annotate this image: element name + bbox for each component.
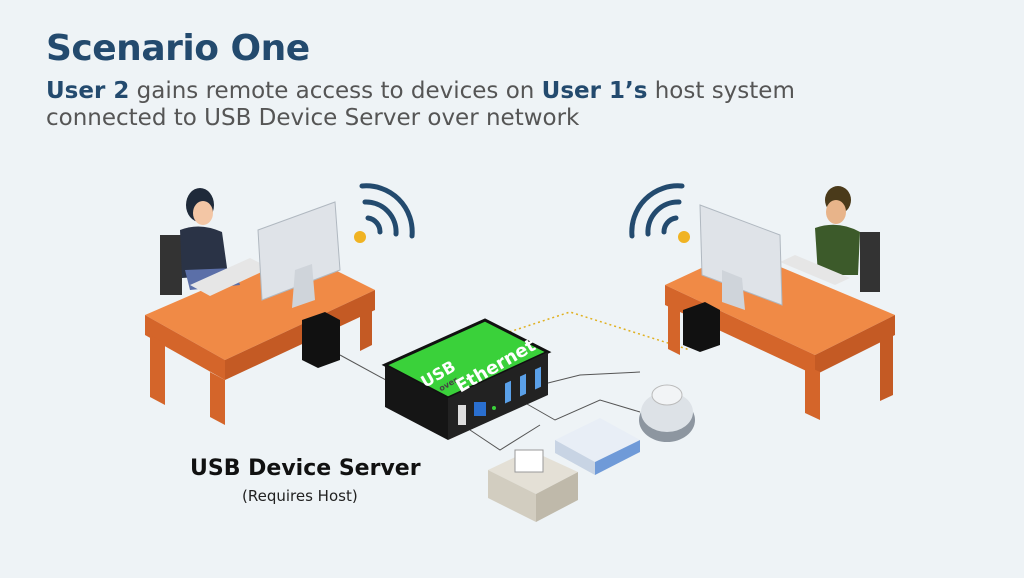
device-server-label: USB Device Server — [190, 456, 421, 481]
wifi-icon-right — [629, 183, 685, 239]
subtitle: User 2 gains remote access to devices on… — [46, 78, 795, 132]
receipt-printer — [488, 449, 578, 522]
subtitle-line2: connected to USB Device Server over netw… — [46, 105, 580, 131]
page-title: Scenario One — [46, 28, 310, 69]
desk-user2 — [665, 186, 895, 420]
device-server-note: (Requires Host) — [242, 487, 358, 505]
wifi-icon-left — [359, 183, 415, 239]
webcam-device — [639, 384, 695, 442]
subtitle-text: gains remote access to devices on — [129, 78, 542, 104]
user2-label: User 2 — [46, 78, 130, 104]
desk-user1 — [145, 188, 375, 425]
usb-device-server: USB over Ethernet — [381, 318, 552, 440]
usb-hub-device — [555, 418, 640, 475]
wifi-dot — [354, 231, 366, 243]
subtitle-text: host system — [647, 78, 795, 104]
wifi-dot — [678, 231, 690, 243]
user1-label: User 1’s — [541, 78, 648, 104]
